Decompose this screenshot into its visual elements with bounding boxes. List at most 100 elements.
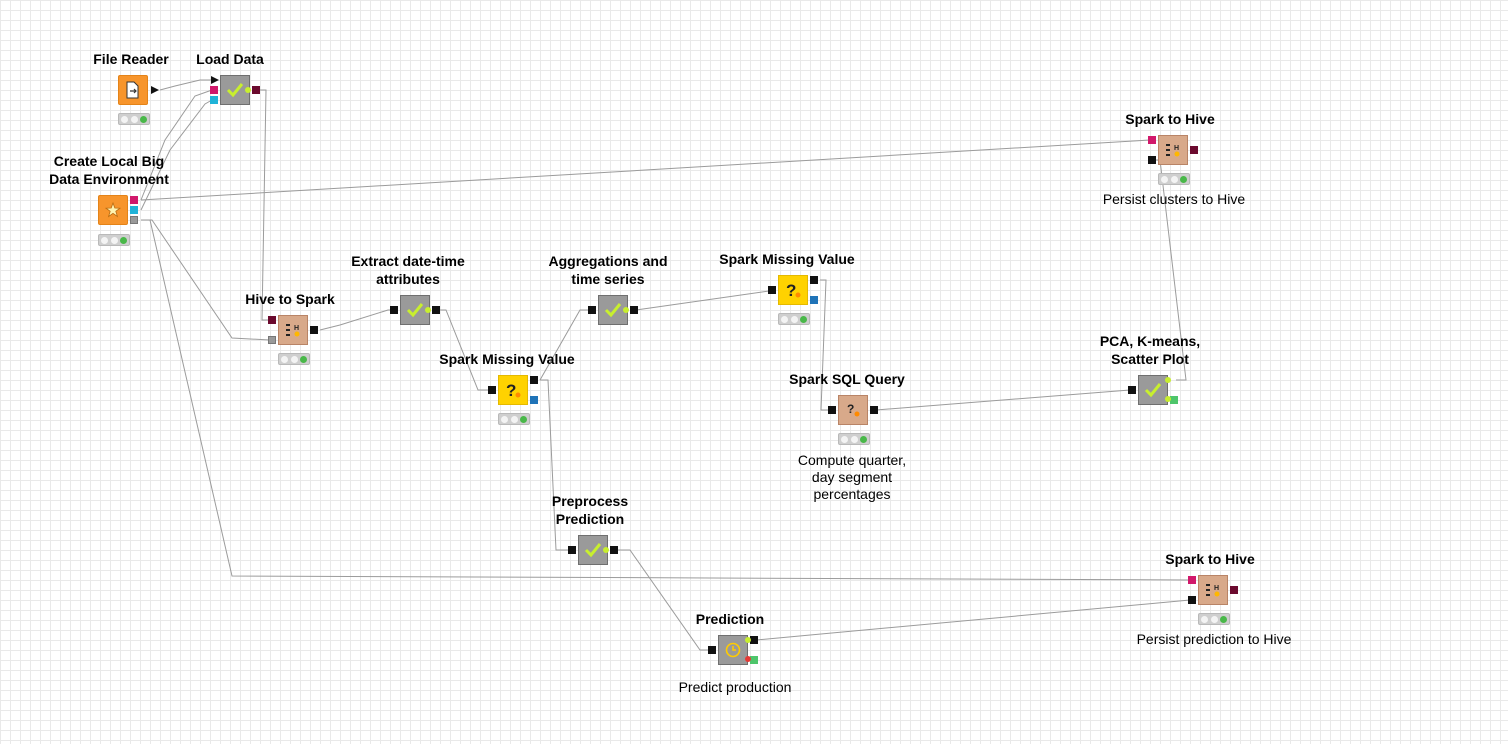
wire	[319, 309, 392, 331]
output-port[interactable]	[750, 656, 758, 664]
node-annotation: Persist prediction to Hive	[1136, 631, 1292, 647]
input-port[interactable]	[211, 76, 219, 84]
checkmark-icon	[226, 83, 244, 98]
input-port[interactable]	[210, 86, 218, 94]
status-lights	[498, 413, 530, 425]
output-port[interactable]	[610, 546, 618, 554]
wire	[820, 279, 830, 411]
pca-kmeans-box[interactable]	[1138, 375, 1168, 405]
wire	[540, 379, 568, 551]
output-port-dot	[745, 637, 751, 643]
output-port[interactable]	[130, 196, 138, 204]
node-title: Load Data	[196, 51, 264, 67]
node-title: Prediction	[695, 611, 765, 627]
input-port[interactable]	[1148, 156, 1156, 164]
input-port[interactable]	[708, 646, 716, 654]
node-annotation: Persist clusters to Hive	[1102, 191, 1246, 207]
missing-value-1-box[interactable]: ?	[498, 375, 528, 405]
input-port[interactable]	[1188, 576, 1196, 584]
output-port[interactable]	[252, 86, 260, 94]
status-lights	[98, 234, 130, 246]
sql-query-icon: ?	[847, 402, 860, 417]
checkmark-icon	[604, 303, 622, 318]
wire	[259, 89, 270, 321]
prediction-box[interactable]	[718, 635, 748, 665]
output-port[interactable]	[530, 396, 538, 404]
output-port[interactable]	[1190, 146, 1198, 154]
wire	[140, 89, 213, 201]
svg-text:H: H	[1174, 145, 1179, 152]
output-port-dot	[603, 547, 609, 553]
svg-text:H: H	[294, 325, 299, 332]
output-port[interactable]	[130, 216, 138, 224]
node-title: Create Local Big Data Environment	[49, 153, 169, 187]
wire	[539, 309, 590, 381]
output-port[interactable]	[530, 376, 538, 384]
output-port[interactable]	[870, 406, 878, 414]
status-lights	[838, 433, 870, 445]
file-import-icon	[126, 81, 139, 99]
spark-to-hive-2-box[interactable]: H	[1198, 575, 1228, 605]
output-port[interactable]	[130, 206, 138, 214]
clock-icon	[725, 642, 741, 658]
output-port-dot	[1165, 377, 1171, 383]
svg-text:?: ?	[506, 381, 516, 400]
hive-spark-icon: H	[1166, 144, 1180, 157]
input-port[interactable]	[1128, 386, 1136, 394]
input-port[interactable]	[828, 406, 836, 414]
status-lights	[118, 113, 150, 125]
star-gear-icon	[105, 202, 121, 218]
file-reader-box[interactable]	[118, 75, 148, 105]
status-lights	[1158, 173, 1190, 185]
input-port[interactable]	[768, 286, 776, 294]
output-port[interactable]	[1230, 586, 1238, 594]
input-port[interactable]	[568, 546, 576, 554]
node-title: Preprocess Prediction	[551, 493, 629, 527]
wire	[755, 599, 1191, 641]
spark-to-hive-1-box[interactable]: H	[1158, 135, 1188, 165]
output-port[interactable]	[810, 276, 818, 284]
input-port[interactable]	[268, 316, 276, 324]
input-port[interactable]	[268, 336, 276, 344]
local-big-data-box[interactable]	[98, 195, 128, 225]
output-port-dot	[425, 307, 431, 313]
input-port[interactable]	[210, 96, 218, 104]
missing-value-2-box[interactable]: ?	[778, 275, 808, 305]
input-port[interactable]	[390, 306, 398, 314]
output-port[interactable]	[810, 296, 818, 304]
output-port[interactable]	[750, 636, 758, 644]
node-title: PCA, K-means, Scatter Plot	[1099, 333, 1201, 367]
hive-to-spark-box[interactable]: H	[278, 315, 308, 345]
wire	[438, 309, 490, 391]
input-port[interactable]	[1188, 596, 1196, 604]
node-annotation: Compute quarter, day segment percentages	[797, 452, 907, 502]
input-port[interactable]	[588, 306, 596, 314]
svg-text:?: ?	[847, 402, 854, 416]
input-port[interactable]	[488, 386, 496, 394]
error-indicator-dot	[745, 656, 751, 662]
question-mark-icon: ?	[506, 381, 521, 400]
node-title: File Reader	[93, 51, 169, 67]
svg-text:?: ?	[786, 281, 796, 300]
wire	[140, 99, 213, 211]
output-port-dot	[1165, 396, 1171, 402]
output-port[interactable]	[151, 86, 159, 94]
node-title: Spark to Hive	[1125, 111, 1215, 127]
question-mark-icon: ?	[786, 281, 801, 300]
checkmark-icon	[1144, 383, 1162, 398]
checkmark-icon	[584, 543, 602, 558]
node-title: Aggregations and time series	[548, 253, 668, 287]
wire	[616, 549, 710, 651]
output-port[interactable]	[310, 326, 318, 334]
sql-query-box[interactable]: ?	[838, 395, 868, 425]
output-port[interactable]	[630, 306, 638, 314]
output-port[interactable]	[1170, 396, 1178, 404]
input-port[interactable]	[1148, 136, 1156, 144]
checkmark-icon	[406, 303, 424, 318]
output-port[interactable]	[432, 306, 440, 314]
node-title: Spark Missing Value	[719, 251, 855, 267]
node-title: Spark Missing Value	[439, 351, 575, 367]
wire	[635, 289, 777, 311]
wire	[140, 139, 1151, 201]
